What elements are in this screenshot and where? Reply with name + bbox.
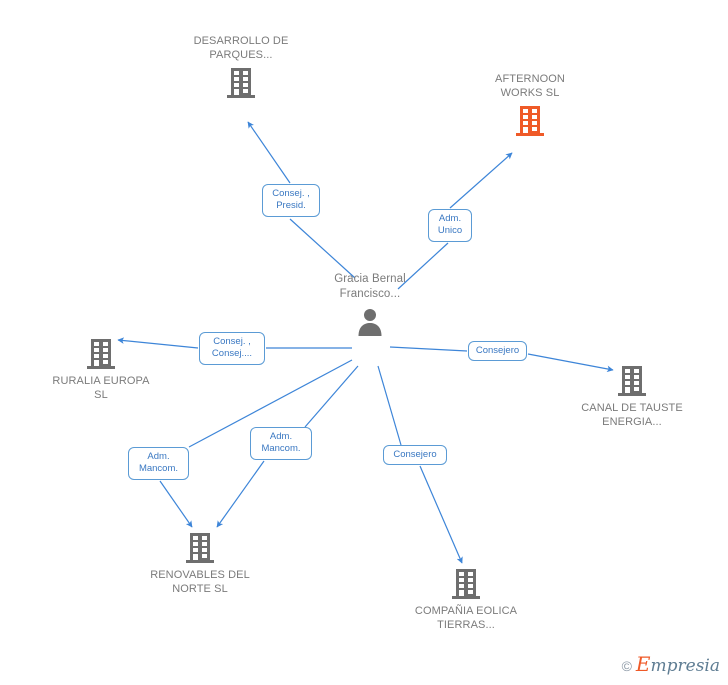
relation-label-compania-eolica[interactable]: Consejero [383,445,447,465]
node-renovables-del-norte-sl-label: RENOVABLES DEL NORTE SL [150,569,250,595]
node-canal-de-tauste-energia-label: CANAL DE TAUSTE ENERGIA... [581,402,683,428]
building-icon [618,366,646,396]
building-icon [452,569,480,599]
edge-compania-eolica [377,365,402,446]
copyright-icon: © [621,657,632,674]
building-icon [186,533,214,563]
relation-label-desarrollo-de-parques[interactable]: Consej. , Presid. [262,184,320,217]
edge-desarrollo-de-parques [289,218,356,279]
brand-rest: mpresia [650,656,721,676]
node-renovables-del-norte-sl[interactable]: RENOVABLES DEL NORTE SL [145,532,255,596]
node-desarrollo-de-parques-label: DESARROLLO DE PARQUES... [193,35,289,61]
edge-afternoon-works-head [449,152,513,209]
node-afternoon-works-sl[interactable]: AFTERNOON WORKS SL [475,72,585,137]
watermark: © Empresia [621,654,721,676]
building-icon [87,339,115,369]
node-afternoon-works-sl-label: AFTERNOON WORKS SL [495,73,565,99]
node-compania-eolica-tierras[interactable]: COMPAÑIA EOLICA TIERRAS... [411,568,521,632]
relation-label-ruralia-europa[interactable]: Consej. , Consej.... [199,332,265,365]
node-desarrollo-de-parques[interactable]: DESARROLLO DE PARQUES... [186,34,296,99]
node-ruralia-europa-sl-label: RURALIA EUROPA SL [52,375,150,401]
relation-label-canal-de-tauste[interactable]: Consejero [468,341,527,361]
edge-renovables-center-head [216,460,265,528]
edge-canal-de-tauste [389,346,468,352]
node-canal-de-tauste-energia[interactable]: CANAL DE TAUSTE ENERGIA... [577,365,687,429]
relation-label-renovables-left[interactable]: Adm. Mancom. [128,447,189,480]
node-compania-eolica-tierras-label: COMPAÑIA EOLICA TIERRAS... [414,605,518,631]
edge-renovables-left-head [159,480,193,528]
edge-desarrollo-de-parques-head [247,121,291,184]
node-ruralia-europa-sl[interactable]: RURALIA EUROPA SL [46,338,156,402]
brand-initial: E [635,652,651,676]
node-person-center[interactable]: Gracia Bernal Francisco... [310,272,430,336]
person-icon [358,309,382,336]
brand-logo: Empresia [636,654,721,676]
node-person-center-label: Gracia Bernal Francisco... [334,273,406,300]
building-icon [516,106,544,136]
building-icon [227,68,255,98]
relation-label-afternoon-works[interactable]: Adm. Unico [428,209,472,242]
edge-renovables-center [304,365,359,428]
relation-label-renovables-center[interactable]: Adm. Mancom. [250,427,312,460]
edge-compania-eolica-head [419,465,463,564]
